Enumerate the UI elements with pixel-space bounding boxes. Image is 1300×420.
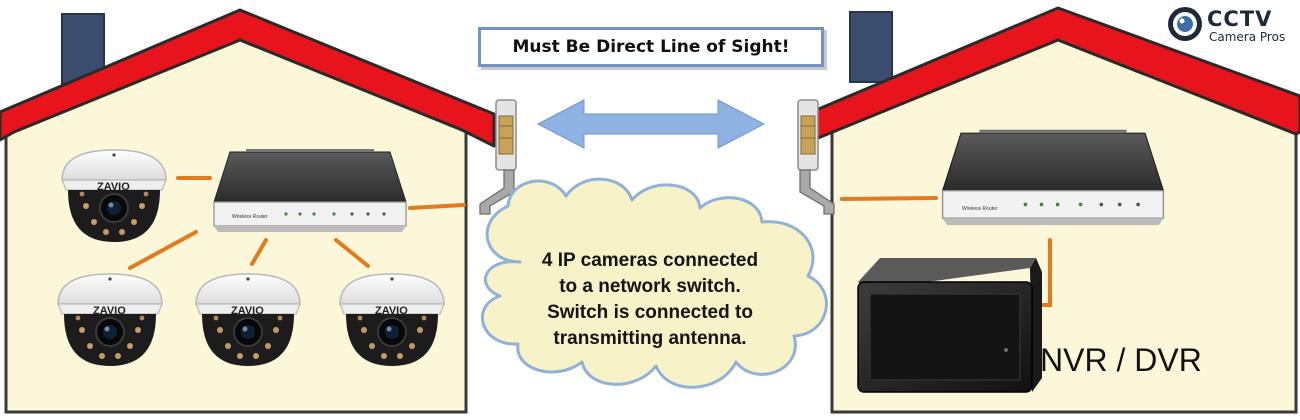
camera-brand-label: ZAVIO [93, 305, 126, 317]
cloud-description: 4 IP cameras connected to a network swit… [500, 248, 800, 352]
cable-camera-2 [128, 230, 198, 270]
cable-switch-to-antenna [408, 203, 466, 210]
nvr-label: NVR / DVR [1040, 342, 1202, 378]
banner-text: Must Be Direct Line of Sight! [512, 37, 790, 57]
description-cloud [481, 177, 828, 389]
cloud-line: to a network switch. [559, 276, 741, 297]
right-network-switch: Wireless Router [941, 129, 1165, 226]
cloud-line: Switch is connected to [547, 302, 753, 323]
dome-camera-4: ZAVIO [338, 272, 446, 368]
nvr-recorder [857, 258, 1042, 393]
camera-brand-label: ZAVIO [375, 305, 408, 317]
dome-camera-2: ZAVIO [56, 272, 164, 368]
dome-camera-3: ZAVIO [194, 272, 302, 368]
cable-camera-3 [250, 238, 268, 266]
camera-brand-label: ZAVIO [231, 305, 264, 317]
switch-faceplate-label: Wireless Router [962, 206, 998, 212]
left-network-switch: Wireless Router [213, 148, 407, 233]
camera-brand-label: ZAVIO [97, 181, 130, 193]
camera-lens-logo-icon [1168, 7, 1202, 41]
cloud-line: transmitting antenna. [553, 328, 747, 349]
dome-camera-1: ZAVIO [60, 148, 168, 244]
switch-faceplate-label: Wireless Router [232, 214, 268, 220]
logo-title: CCTV [1207, 7, 1273, 31]
cable-camera-4 [334, 238, 370, 268]
right-chimney [849, 11, 893, 83]
cloud-line: 4 IP cameras connected [541, 250, 759, 271]
logo-subtitle: Camera Pros [1209, 30, 1286, 44]
line-of-sight-banner: Must Be Direct Line of Sight! [478, 27, 824, 67]
cable-antenna-to-switch [840, 196, 938, 201]
line-of-sight-arrow [536, 99, 766, 149]
left-roof [0, 8, 496, 148]
